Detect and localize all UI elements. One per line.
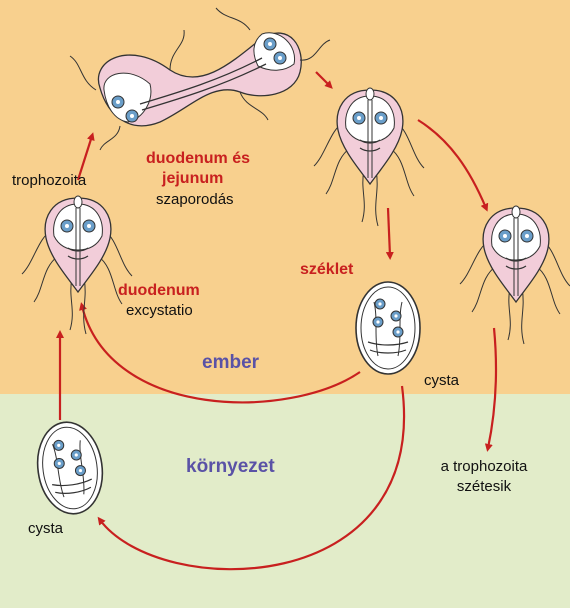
cyst-in-feces (355, 281, 421, 375)
arrow-cyst-to-environment (97, 385, 406, 571)
arrow-trophozoite-disintegrates (484, 327, 498, 452)
zone-label-environment: környezet (186, 456, 275, 477)
label-cyst-environment: cysta (28, 520, 64, 537)
label-excystation: excystatio (126, 302, 193, 319)
dividing-trophozoite (69, 7, 331, 151)
zone-label-host: ember (202, 352, 260, 373)
label-division-site-line1: duodenum és (146, 150, 251, 167)
arrow-to-feces-cyst (385, 207, 394, 260)
arrow-trophozoite-to-division (76, 132, 95, 181)
arrow-cyst-to-excystation (79, 302, 361, 404)
arrow-division-to-trophozoite (315, 71, 333, 89)
label-feces: széklet (300, 261, 354, 278)
label-division: szaporodás (156, 191, 234, 208)
label-excyst-site: duodenum (118, 282, 200, 299)
arrow-to-right-trophozoite (417, 119, 489, 212)
label-trophozoite: trophozoita (12, 172, 87, 189)
label-disintegrates-line1: a trophozoita (440, 458, 528, 475)
label-division-site-line2: jejunum (162, 170, 224, 187)
label-cyst-host: cysta (424, 372, 460, 389)
label-disintegrates-line2: szétesik (456, 478, 512, 495)
